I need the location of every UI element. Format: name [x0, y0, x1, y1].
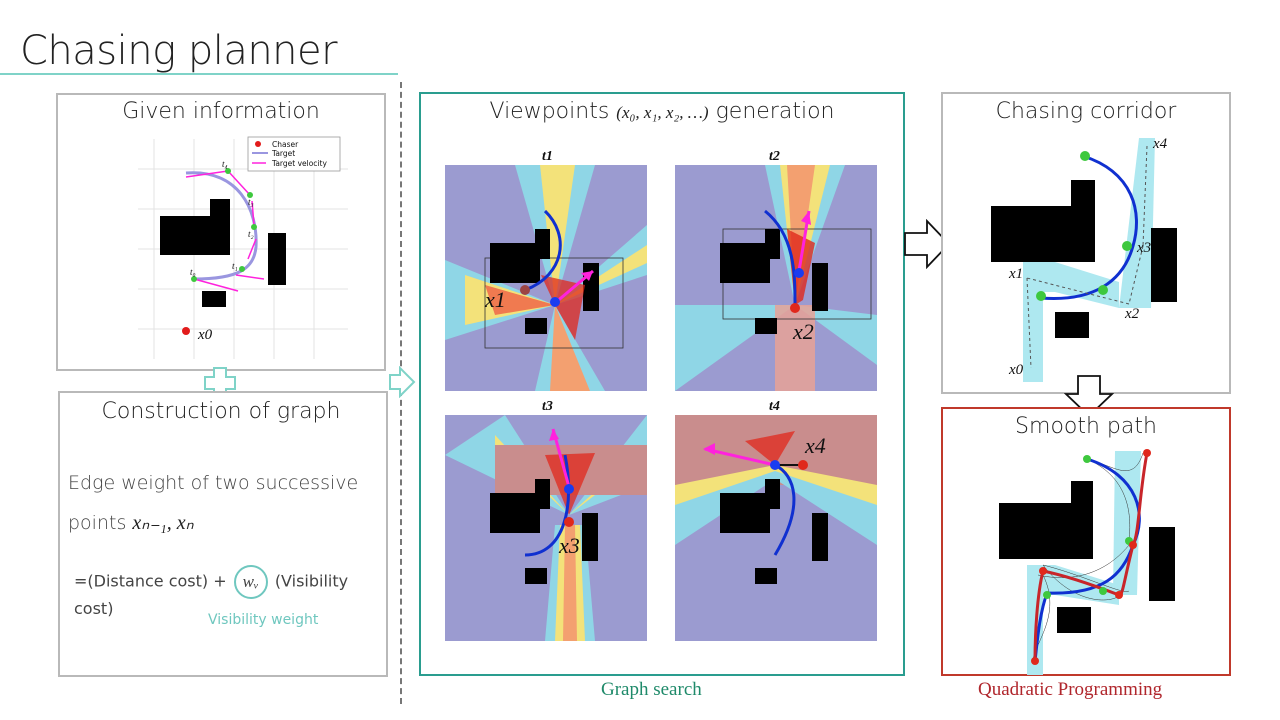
construction-graph-title: Construction of graph: [101, 399, 341, 424]
heatmap-t1: x1: [445, 165, 647, 391]
corridor-x1-label: x1: [1008, 266, 1023, 282]
quadratic-programming-caption: Quadratic Programming: [978, 679, 1163, 700]
formula-visibility-cost: (Visibility cost): [74, 571, 349, 619]
viewpoints-title-left: Viewpoints: [489, 99, 610, 124]
x1-label: x1: [484, 287, 506, 312]
arrow-to-smooth-path-icon: [1064, 375, 1114, 418]
given-information-panel: Given information t₄ t₃ t₂ t₀ t₁: [56, 93, 386, 371]
edge-weight-text: Edge weight of two successive points xₙ₋…: [68, 463, 384, 543]
edge-weight-vars: xₙ₋₁, xₙ: [132, 512, 194, 534]
time-label-t2: t2: [769, 149, 780, 164]
t0-label: t₀: [190, 267, 196, 277]
x4-label: x4: [804, 433, 826, 458]
x3-label: x3: [558, 533, 580, 558]
t4-label: t₄: [222, 159, 228, 169]
edge-weight-line1: Edge weight of two successive: [68, 472, 359, 494]
visibility-weight-symbol: wᵥ: [233, 565, 268, 599]
edge-weight-line2: points: [68, 512, 127, 534]
time-label-t3: t3: [542, 399, 553, 414]
legend-target: Target: [271, 149, 295, 158]
smooth-path-figure: [999, 449, 1175, 675]
viewpoints-title-vars: (x₀, x₁, x₂, …): [616, 103, 709, 122]
obstacle-building: [490, 493, 540, 533]
given-information-title: Given information: [122, 99, 320, 124]
legend-target-velocity: Target velocity: [271, 159, 327, 168]
slide-title: Chasing planner: [20, 28, 338, 74]
obstacle-building: [999, 481, 1093, 559]
chasing-corridor-title: Chasing corridor: [995, 99, 1177, 124]
obstacle-building: [991, 180, 1095, 262]
obstacle-building: [490, 243, 540, 283]
given-information-figure: t₄ t₃ t₂ t₀ t₁ x0 Chaser Target Target v…: [138, 136, 348, 359]
chasing-corridor-figure: x4 x3 x1 x2 x0: [991, 136, 1177, 382]
time-label-t1: t1: [542, 149, 553, 164]
corridor-x4-label: x4: [1152, 136, 1168, 152]
graph-search-caption: Graph search: [601, 679, 702, 700]
formula-distance-cost: =(Distance cost) +: [74, 571, 227, 591]
viewpoints-title-right: generation: [715, 99, 835, 124]
corridor-x0-label: x0: [1008, 362, 1024, 378]
chasing-corridor-panel: Chasing corridor x4 x3 x1 x2 x0: [941, 92, 1231, 394]
x2-label: x2: [792, 319, 814, 344]
arrow-to-viewpoints-icon: [389, 366, 416, 398]
title-underline: [0, 73, 398, 75]
heatmap-t2: x2: [675, 165, 877, 391]
arrow-to-corridor-icon: [904, 219, 951, 269]
t2-label: t₂: [248, 229, 254, 239]
chaser-dot: [182, 327, 190, 335]
viewpoints-title: Viewpoints (x₀, x₁, x₂, …) generation: [421, 99, 903, 124]
legend-chaser: Chaser: [272, 140, 299, 149]
obstacle-building: [720, 243, 770, 283]
corridor-x2-label: x2: [1124, 306, 1140, 322]
corridor-x3-label: x3: [1136, 240, 1151, 256]
t3-label: t₃: [248, 197, 254, 207]
obstacle-building: [160, 199, 230, 255]
smooth-path-title: Smooth path: [1015, 414, 1157, 439]
smooth-path-panel: Smooth path: [941, 407, 1231, 676]
visibility-weight-label: Visibility weight: [208, 612, 319, 628]
x0-label: x0: [197, 327, 213, 343]
obstacle-pillar: [268, 233, 286, 285]
construction-graph-panel: Construction of graph Edge weight of two…: [58, 391, 388, 677]
heatmap-t4: x4: [675, 415, 877, 641]
obstacle-building: [720, 493, 770, 533]
t1-label: t₁: [232, 261, 238, 271]
cost-formula: =(Distance cost) + wᵥ (Visibility cost): [74, 565, 386, 618]
heatmap-t3: x3: [445, 415, 647, 641]
time-label-t4: t4: [769, 399, 780, 414]
obstacle-small: [202, 291, 226, 307]
